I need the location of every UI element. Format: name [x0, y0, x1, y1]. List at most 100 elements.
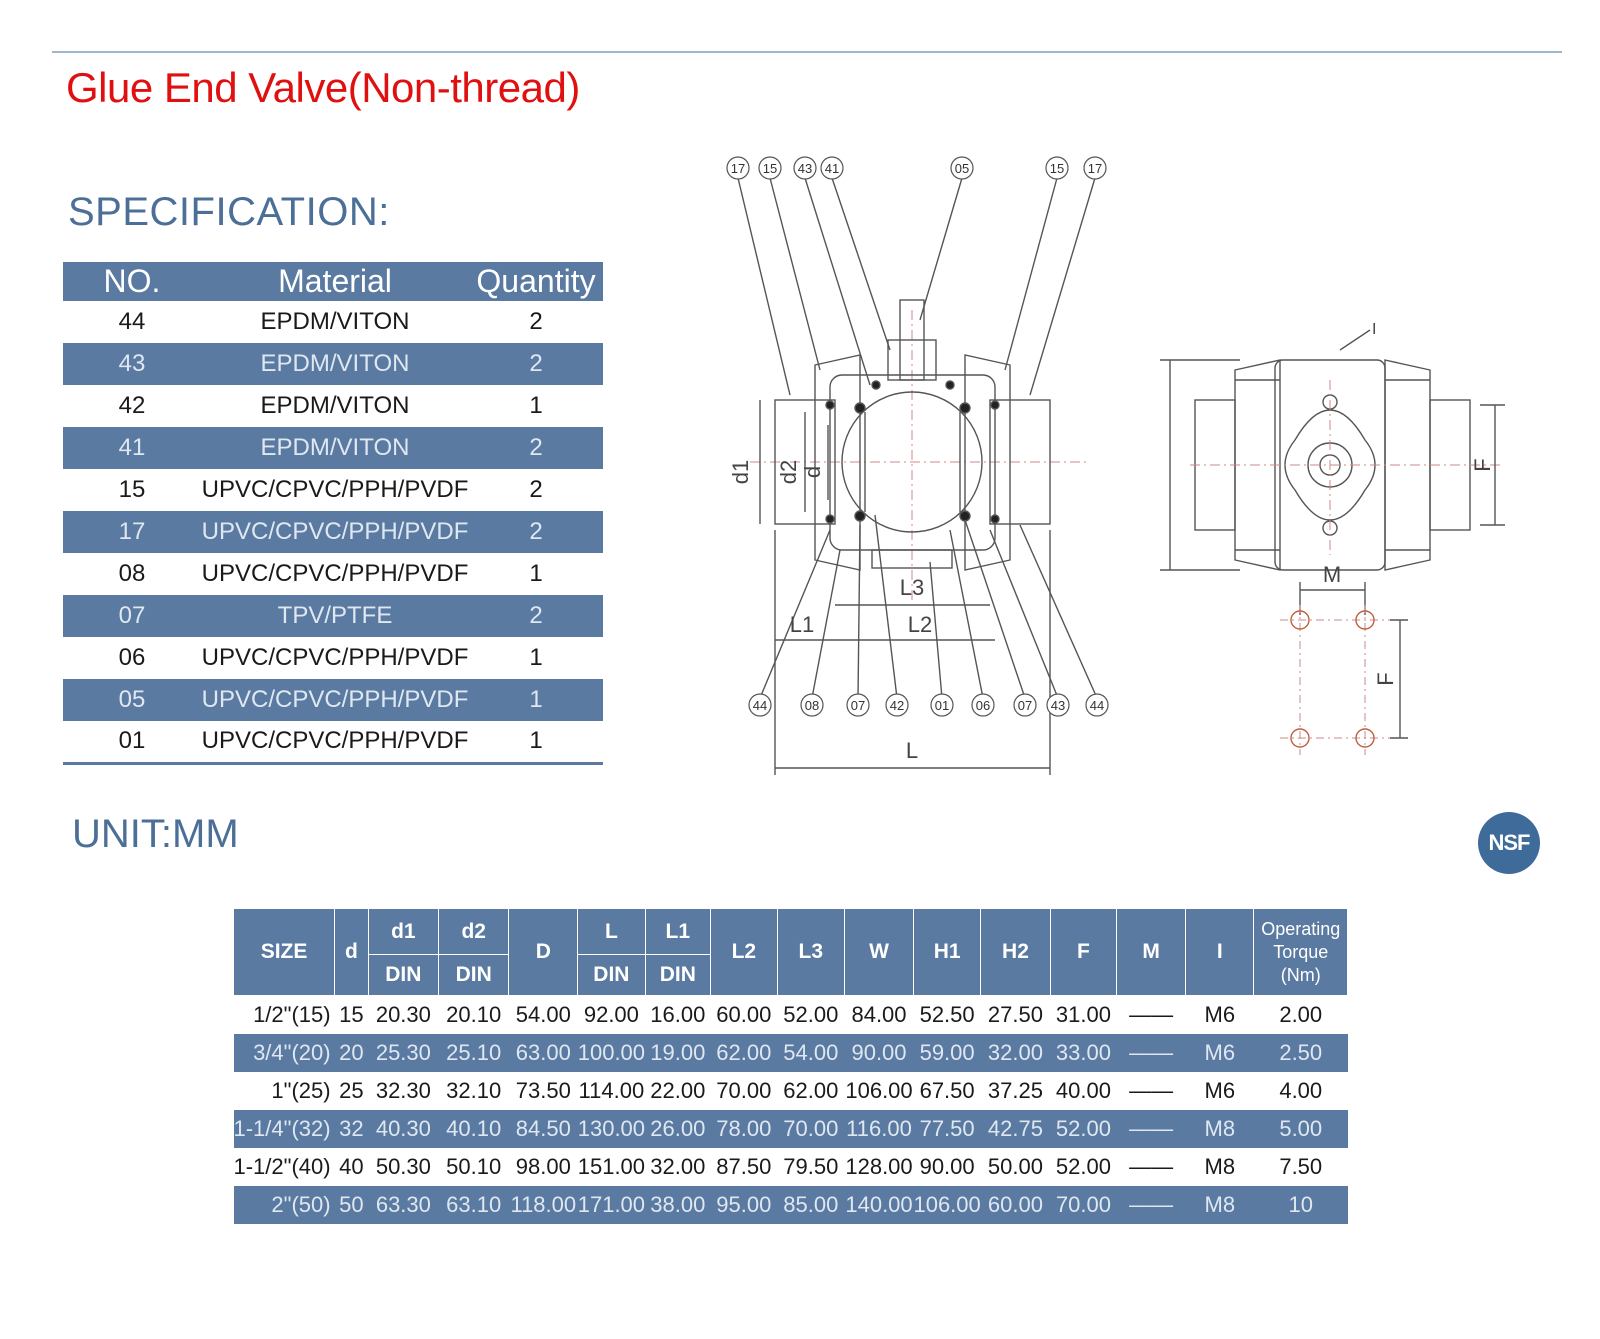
callout-label: 43 [798, 161, 812, 176]
spec-header-no: NO. [63, 262, 201, 301]
dim-cell-size: 1/2"(15) [253, 1001, 331, 1027]
spec-cell-no: 42 [118, 392, 146, 419]
dim-cell-L: 130.00 [577, 1109, 646, 1148]
spec-cell-material: EPDM/VITON [260, 308, 410, 335]
dim-header-d2: d2 [438, 908, 510, 955]
dim-cell-size: 1"(25) [271, 1077, 331, 1103]
callout-bubble [1045, 156, 1069, 180]
dim-cell-H2: 27.50 [987, 1001, 1043, 1027]
dim-cell-I: M8 [1204, 1153, 1236, 1179]
dim-cell-L3: 85.00 [777, 1185, 845, 1224]
dim-cell-L3: 62.00 [783, 1077, 839, 1103]
callout-bubble [971, 693, 995, 717]
dim-cell-L3: 54.00 [777, 1033, 845, 1072]
dim-cell-d1: 32.30 [375, 1077, 431, 1103]
dim-cell-d: 25 [339, 1077, 364, 1103]
spec-cell-no: 08 [118, 560, 146, 587]
dim-cell-d: 15 [339, 1001, 364, 1027]
dim-cell-d: 20 [334, 1033, 369, 1072]
dim-header-H2: H2 [980, 908, 1051, 996]
dim-cell-d1: 20.30 [375, 1001, 431, 1027]
dim-label-d2: d2 [776, 460, 801, 484]
dim-cell-I: M6 [1204, 1077, 1236, 1103]
dim-cell-d2: 40.10 [438, 1109, 509, 1148]
callout-label: 17 [731, 161, 745, 176]
callout-label: 44 [753, 698, 767, 713]
dim-label-L: L [906, 738, 918, 763]
dim-cell-W: 128.00 [845, 1153, 913, 1179]
spec-cell-quantity: 1 [529, 560, 543, 587]
spec-cell-quantity: 2 [469, 511, 603, 553]
dim-header-size: SIZE [232, 908, 336, 996]
spec-cell-quantity: 1 [529, 392, 543, 419]
dim-cell-H1: 67.50 [919, 1077, 975, 1103]
callout-label: 15 [1050, 161, 1064, 176]
dimensions-table: SIZE d d1 d2 D L L1 L2 L3 W H1 H2 F M I … [232, 908, 1348, 1224]
spec-cell-quantity: 2 [529, 308, 543, 335]
dim-cell-torque: 2.50 [1253, 1033, 1348, 1072]
dim-cell-d: 40 [339, 1153, 364, 1179]
spec-header-row: NO. Material Quantity [63, 262, 603, 301]
specification-heading: SPECIFICATION: [68, 190, 390, 234]
dim-cell-H2: 60.00 [980, 1185, 1051, 1224]
spec-header-quantity: Quantity [469, 262, 603, 301]
dim-cell-H1: 77.50 [913, 1109, 981, 1148]
callout-bubble [950, 156, 974, 180]
dim-cell-D: 84.50 [508, 1109, 578, 1148]
unit-heading: UNIT:MM [72, 812, 239, 856]
dim-cell-F: 31.00 [1055, 1001, 1111, 1027]
dim-header-M: M [1116, 908, 1187, 996]
dim-cell-W: 106.00 [845, 1077, 913, 1103]
dim-label-L3: L3 [900, 575, 924, 600]
dim-cell-torque: 4.00 [1279, 1077, 1323, 1103]
spec-cell-material: UPVC/CPVC/PPH/PVDF [201, 511, 469, 553]
spec-cell-quantity: 1 [469, 721, 603, 765]
spec-cell-no: 01 [63, 721, 201, 765]
dim-cell-d1: 63.30 [368, 1185, 439, 1224]
spec-cell-no: 43 [63, 343, 201, 385]
dim-label-F: F [1470, 458, 1495, 471]
dim-cell-torque: 2.00 [1279, 1001, 1323, 1027]
dim-cell-M: —— [1129, 1077, 1174, 1103]
dim-subheader-L-din: DIN [577, 954, 646, 996]
dim-cell-M: —— [1116, 1109, 1186, 1148]
dim-subheader-d1-din: DIN [367, 954, 440, 996]
callout-bubble [1083, 156, 1107, 180]
spec-cell-no: 07 [63, 595, 201, 637]
dim-cell-D: 63.00 [508, 1033, 578, 1072]
dim-cell-L2: 70.00 [716, 1077, 772, 1103]
spec-cell-material: EPDM/VITON [201, 427, 469, 469]
dim-header-row-sub: DIN DIN DIN DIN [234, 954, 1348, 996]
valve-end-view-drawing: D F I M F [1160, 321, 1505, 755]
dim-cell-size: 3/4"(20) [233, 1033, 335, 1072]
callout-bubble [726, 156, 750, 180]
callout-label: 08 [805, 698, 819, 713]
dim-cell-M: —— [1116, 1185, 1186, 1224]
dim-cell-L: 171.00 [577, 1185, 646, 1224]
spec-cell-no: 41 [63, 427, 201, 469]
dim-cell-d2: 32.10 [446, 1077, 502, 1103]
spec-cell-quantity: 2 [469, 343, 603, 385]
dim-cell-H2: 50.00 [987, 1153, 1043, 1179]
spec-cell-material: UPVC/CPVC/PPH/PVDF [201, 644, 469, 671]
dim-cell-F: 52.00 [1050, 1109, 1117, 1148]
dim-header-W: W [844, 908, 914, 996]
dim-cell-L: 151.00 [577, 1153, 646, 1179]
dim-label-d1: d1 [728, 460, 753, 484]
dim-cell-H1: 59.00 [913, 1033, 981, 1072]
callout-bubble [1085, 693, 1109, 717]
dim-label-F-bolt: F [1373, 672, 1398, 685]
dim-cell-L: 114.00 [578, 1077, 645, 1103]
spec-cell-material: UPVC/CPVC/PPH/PVDF [201, 476, 469, 503]
dim-cell-H2: 37.25 [987, 1077, 1043, 1103]
dim-cell-L1: 38.00 [645, 1185, 711, 1224]
dim-cell-L3: 79.50 [783, 1153, 839, 1179]
